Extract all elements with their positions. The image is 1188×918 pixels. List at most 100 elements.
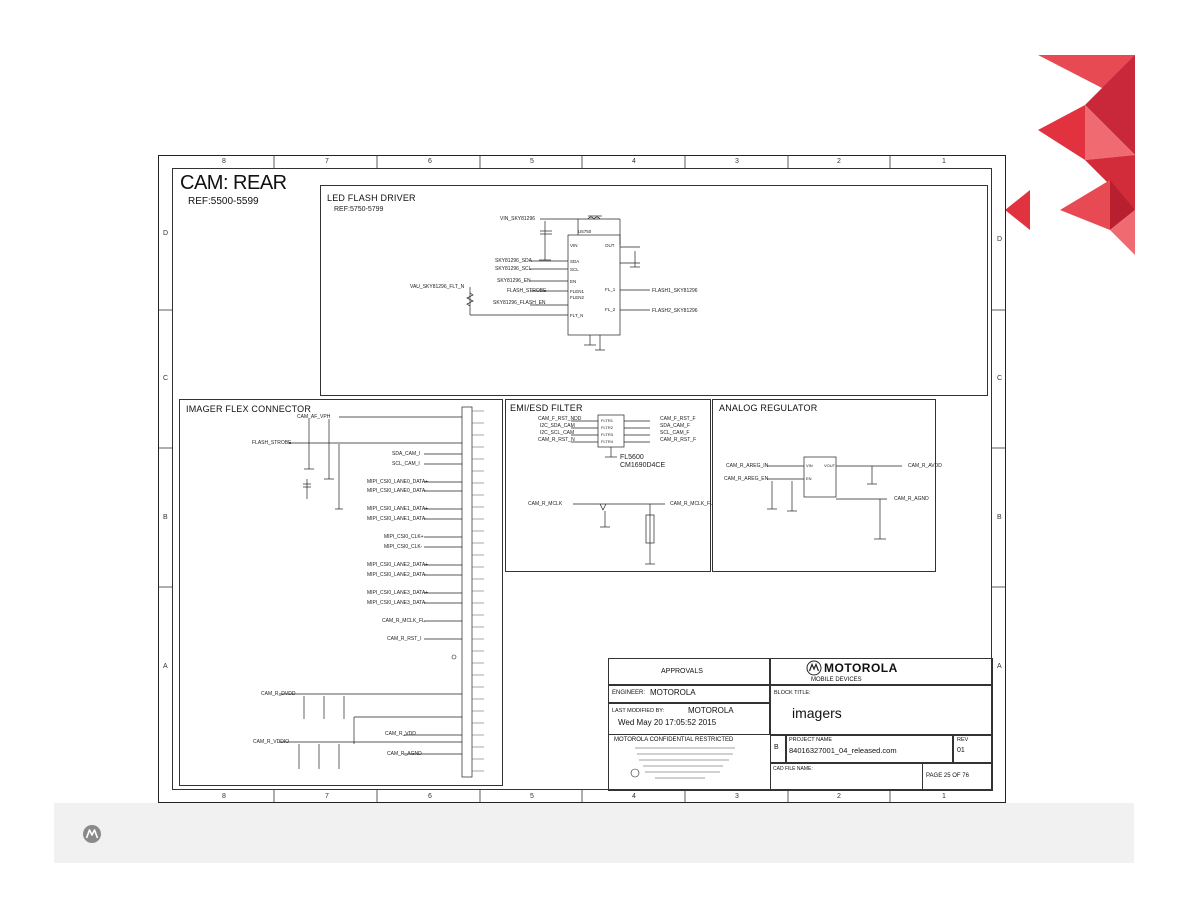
sheet-ref: REF:5500-5599 bbox=[188, 196, 259, 207]
last-modified-value: MOTOROLA bbox=[688, 706, 734, 715]
svg-text:FL_1: FL_1 bbox=[605, 287, 616, 292]
net-sky-scl: SKY81296_SCL bbox=[495, 266, 532, 272]
net-cam-af-vph: CAM_AF_VPH bbox=[297, 414, 331, 420]
block-title-value: imagers bbox=[792, 705, 842, 721]
net-vin-sky: VIN_SKY81296 bbox=[500, 216, 536, 222]
svg-text:OUT: OUT bbox=[605, 243, 615, 248]
imager-flex-connector-block bbox=[179, 399, 503, 786]
sheet-title: CAM: REAR bbox=[180, 172, 287, 194]
last-modified-label: LAST MODIFIED BY: bbox=[612, 708, 665, 714]
zone-col-1-top: 1 bbox=[942, 158, 946, 165]
net-lane3-p: MIPI_CSI0_LANE3_DATA+ bbox=[367, 590, 429, 596]
zone-grid bbox=[158, 155, 1006, 803]
svg-text:FLEN1: FLEN1 bbox=[570, 289, 585, 294]
zone-col-2-top: 2 bbox=[837, 158, 841, 165]
svg-text:EN: EN bbox=[806, 476, 812, 481]
net-clk-n: MIPI_CSI0_CLK- bbox=[384, 544, 423, 550]
emi-part-cm1690: CM1690D4CE bbox=[620, 462, 666, 469]
size-value: B bbox=[774, 744, 779, 751]
last-modified-date: Wed May 20 17:05:52 2015 bbox=[618, 718, 717, 727]
emi-in-2: I2C_SCL_CAM bbox=[540, 430, 575, 436]
motorola-batwing-icon bbox=[83, 825, 101, 843]
cad-label: CAD FILE NAME: bbox=[773, 766, 813, 772]
emi-esd-filter-block bbox=[505, 399, 711, 572]
corner-triangles-logo bbox=[1005, 55, 1135, 255]
zone-col-3-bottom: 3 bbox=[735, 793, 739, 800]
zone-col-2-bottom: 2 bbox=[837, 793, 841, 800]
flex-block-title: IMAGER FLEX CONNECTOR bbox=[186, 404, 312, 414]
svg-text:VOUT: VOUT bbox=[824, 463, 836, 468]
zone-row-b-right: B bbox=[997, 514, 1002, 521]
project-cell bbox=[786, 735, 953, 763]
page-cell bbox=[922, 763, 993, 791]
zone-row-d-right: D bbox=[997, 236, 1003, 243]
brand-cell bbox=[770, 658, 993, 685]
zone-col-1-bottom: 1 bbox=[942, 793, 946, 800]
analog-regulator-block bbox=[712, 399, 936, 572]
led-block-ref: REF:5750-5799 bbox=[334, 206, 384, 213]
rev-cell bbox=[953, 735, 993, 763]
net-sky-flash-en: SKY81296_FLASH_EN bbox=[493, 300, 546, 306]
svg-text:U5750: U5750 bbox=[578, 229, 592, 234]
reg-block-title: ANALOG REGULATOR bbox=[719, 403, 818, 413]
zone-col-8-top: 8 bbox=[222, 158, 226, 165]
emi-part-fl5600: FL5600 bbox=[620, 454, 644, 461]
net-sda-cam-i: SDA_CAM_I bbox=[392, 451, 421, 457]
net-r-vdd: CAM_R_VDD bbox=[385, 731, 416, 737]
emi-in-0: CAM_F_RST_NDD bbox=[538, 416, 582, 422]
net-lane0-p: MIPI_CSI0_LANE0_DATA+ bbox=[367, 479, 429, 485]
zone-col-8-bottom: 8 bbox=[222, 793, 226, 800]
net-sky-flt: VAU_SKY81296_FLT_N bbox=[410, 284, 465, 290]
brand-name: MOTOROLA bbox=[824, 661, 898, 675]
confidential-label: MOTOROLA CONFIDENTIAL RESTRICTED bbox=[614, 737, 734, 743]
project-value: 84016327001_04_released.com bbox=[789, 746, 897, 755]
zone-row-a-right: A bbox=[997, 663, 1002, 670]
net-r-agnd-flex: CAM_R_AGND bbox=[387, 751, 422, 757]
zone-col-7-top: 7 bbox=[325, 158, 329, 165]
analog-regulator-schematic: VIN EN VOUT bbox=[767, 456, 902, 540]
block-title-label: BLOCK TITLE: bbox=[774, 690, 811, 696]
net-flash2: FLASH2_SKY81296 bbox=[652, 308, 698, 314]
confidential-fineprint bbox=[630, 747, 735, 779]
zone-col-5-top: 5 bbox=[530, 158, 534, 165]
svg-text:FLTR4: FLTR4 bbox=[601, 439, 614, 444]
svg-text:SDA: SDA bbox=[570, 259, 579, 264]
net-lane1-n: MIPI_CSI0_LANE1_DATA- bbox=[367, 516, 427, 522]
zone-row-a-left: A bbox=[163, 663, 168, 670]
svg-text:FLEN2: FLEN2 bbox=[570, 295, 585, 300]
net-lane2-n: MIPI_CSI0_LANE2_DATA- bbox=[367, 572, 427, 578]
size-cell bbox=[770, 735, 786, 763]
svg-text:FLTR2: FLTR2 bbox=[601, 425, 614, 430]
reg-in-areg: CAM_R_AREG_IN bbox=[726, 463, 769, 469]
zone-col-3-top: 3 bbox=[735, 158, 739, 165]
engineer-label: ENGINEER: bbox=[612, 690, 646, 696]
reg-out-agnd: CAM_R_AGND bbox=[894, 496, 929, 502]
flex-connector-schematic bbox=[279, 406, 484, 778]
last-modified-cell bbox=[608, 703, 770, 735]
net-r-dvdd: CAM_R_DVDD bbox=[261, 691, 296, 697]
project-label: PROJECT NAME bbox=[789, 737, 832, 743]
emi-block-title: EMI/ESD FILTER bbox=[510, 403, 583, 413]
svg-text:SCL: SCL bbox=[570, 267, 579, 272]
net-flash1: FLASH1_SKY81296 bbox=[652, 288, 698, 294]
emi-out-1: SDA_CAM_F bbox=[660, 423, 691, 429]
net-sky-en: SKY81296_EN bbox=[497, 278, 531, 284]
svg-text:VIN: VIN bbox=[806, 463, 813, 468]
motorola-logo-icon bbox=[806, 660, 822, 676]
emi-in-1: I2C_SDA_CAM bbox=[540, 423, 575, 429]
net-sky-sda: SKY81296_SDA bbox=[495, 258, 532, 264]
zone-row-b-left: B bbox=[163, 514, 168, 521]
brand-sub: MOBILE DEVICES bbox=[811, 677, 862, 683]
net-lane3-n: MIPI_CSI0_LANE3_DATA- bbox=[367, 600, 427, 606]
zone-col-4-bottom: 4 bbox=[632, 793, 636, 800]
engineer-value: MOTOROLA bbox=[650, 688, 696, 697]
reg-in-en: CAM_R_AREG_EN bbox=[724, 476, 769, 482]
zone-row-d-left: D bbox=[163, 230, 169, 237]
approvals-cell bbox=[608, 658, 770, 685]
block-title-cell bbox=[770, 685, 993, 735]
led-flash-driver-block bbox=[320, 185, 988, 396]
net-flash-strobe-led: FLASH_STROBE bbox=[507, 288, 547, 294]
rev-value: 01 bbox=[957, 747, 965, 754]
net-lane2-p: MIPI_CSI0_LANE2_DATA+ bbox=[367, 562, 429, 568]
